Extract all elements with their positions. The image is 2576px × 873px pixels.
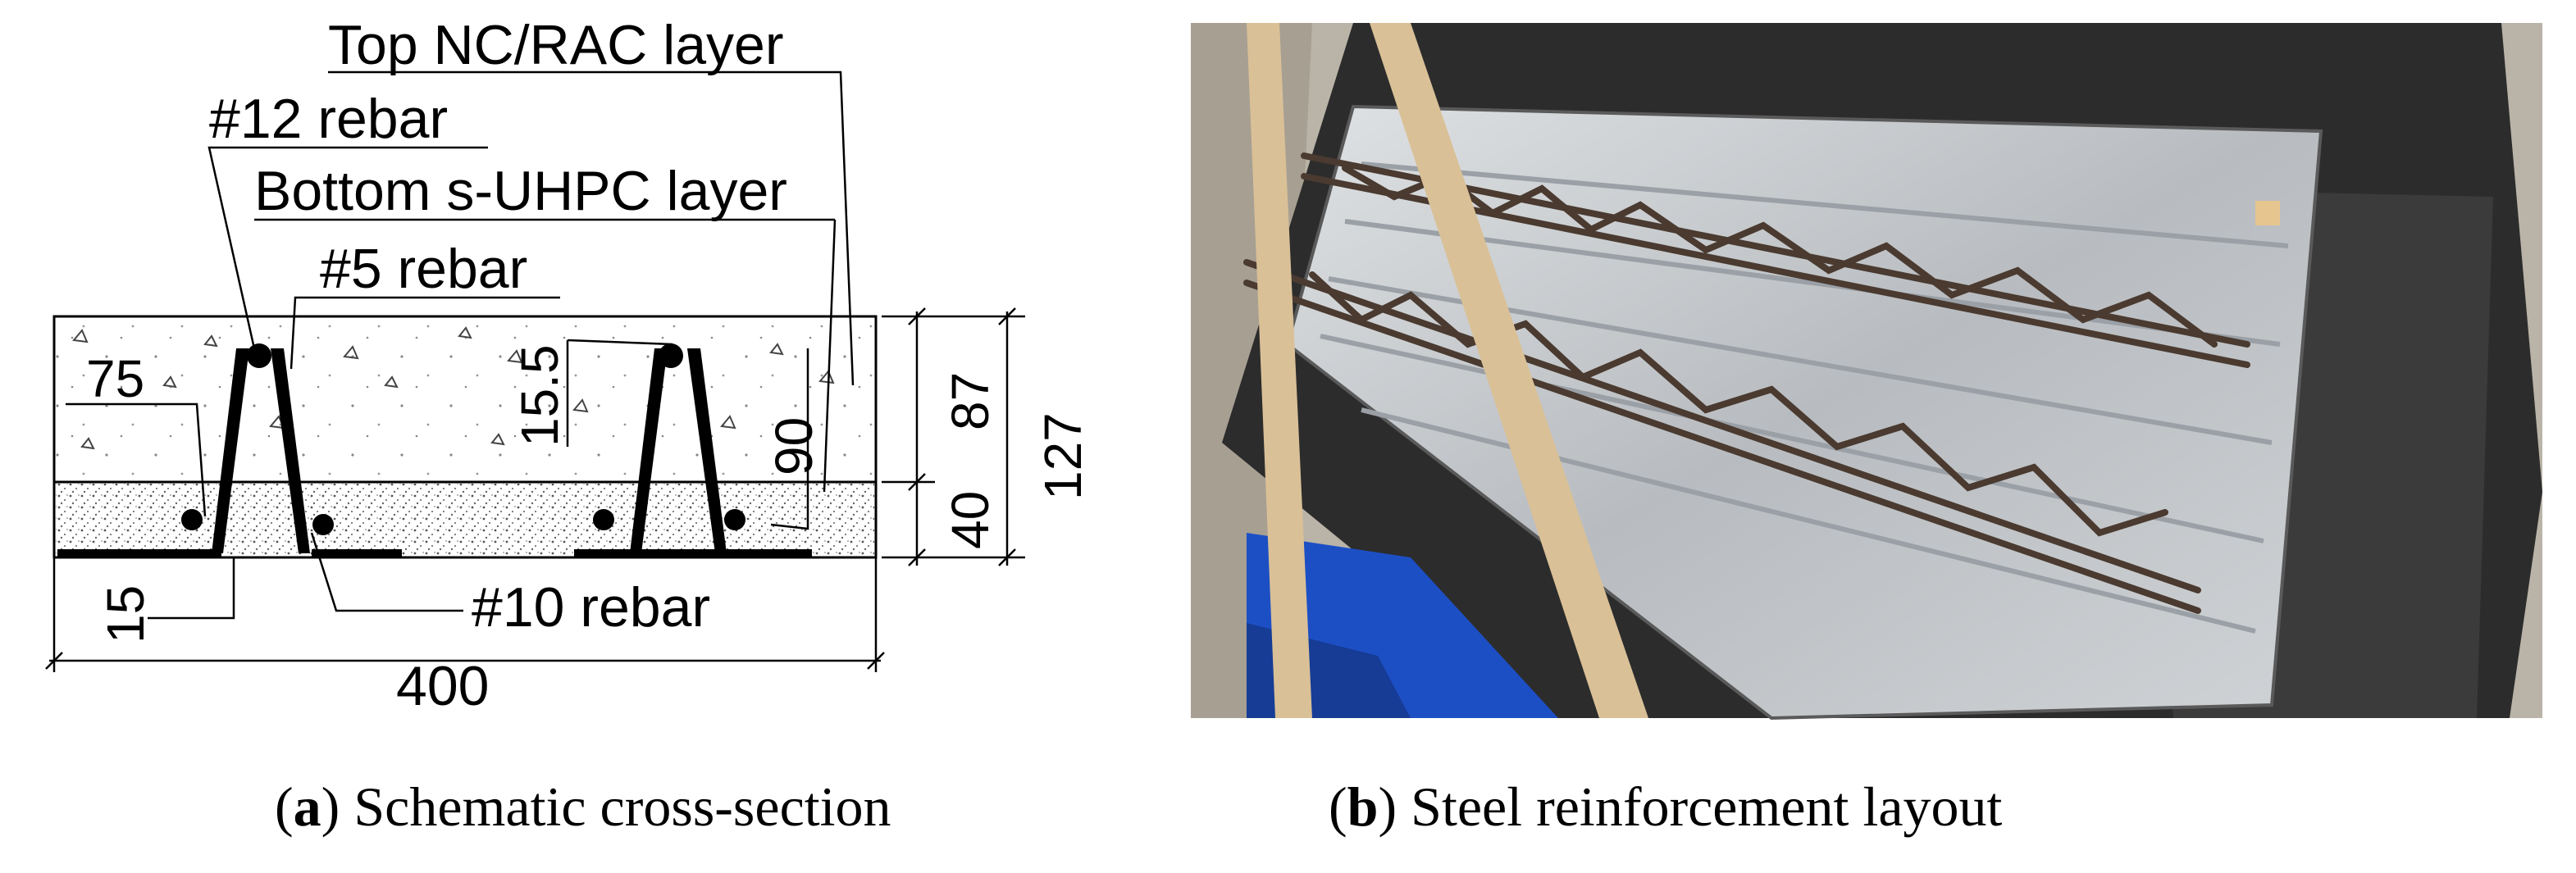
dim-400: 400: [396, 655, 489, 717]
bottom-layer-texture: [56, 484, 874, 556]
dim-75: 75: [86, 349, 144, 408]
caption-b-letter: b: [1347, 775, 1379, 838]
deck-plate-mid-right: [574, 549, 722, 557]
lifting-strap: [1247, 23, 1312, 718]
rebar-10-3: [593, 509, 614, 530]
schematic-cross-section: Top NC/RAC layer #12 rebar Bottom s-UHPC…: [45, 14, 1092, 717]
truss-leg-right-1: [630, 348, 668, 553]
wood-block: [2255, 201, 2280, 225]
dim-127: 127: [1033, 412, 1092, 500]
dim-40: 40: [941, 491, 1000, 549]
lifting-strap-2: [1370, 23, 1648, 718]
caption-b: (b) Steel reinforcement layout: [1329, 775, 2003, 838]
deck-plate-left: [57, 549, 221, 557]
rebar-10-4: [724, 509, 745, 530]
label-rebar-12: #12 rebar: [209, 88, 448, 150]
label-top-layer: Top NC/RAC layer: [328, 14, 784, 76]
rebar-12-left: [247, 343, 271, 368]
dim-90: 90: [764, 417, 823, 475]
leader-lines: [66, 70, 855, 620]
deck-ribs: [1320, 161, 2289, 634]
label-bottom-layer: Bottom s-UHPC layer: [254, 160, 787, 222]
dimension-lines-right: [882, 307, 1025, 566]
label-rebar-10: #10 rebar: [472, 576, 710, 639]
truss-leg-left-1: [212, 348, 249, 553]
deck-plate-right: [722, 549, 812, 557]
dim-15-5: 15.5: [510, 344, 569, 447]
dim-15: 15: [96, 585, 155, 643]
caption-b-text: Steel reinforcement layout: [1411, 775, 2003, 838]
steel-reinforcement-photo: [1191, 23, 2542, 721]
rebar-12-right: [659, 343, 683, 368]
truss-leg-right-2: [687, 348, 727, 553]
truss-leg-left-2: [271, 348, 310, 553]
rebar-10-1: [181, 509, 203, 530]
dimension-line-bottom: [45, 557, 885, 672]
top-layer-texture: [56, 318, 874, 480]
caption-a-letter: a: [293, 775, 321, 838]
caption-a: (a) Schematic cross-section: [275, 775, 891, 838]
rebar-10-2: [312, 514, 334, 535]
label-rebar-5: #5 rebar: [320, 238, 527, 300]
dim-87: 87: [941, 372, 1000, 430]
caption-a-text: Schematic cross-section: [353, 775, 891, 838]
deck-plate-mid-left: [312, 549, 402, 557]
